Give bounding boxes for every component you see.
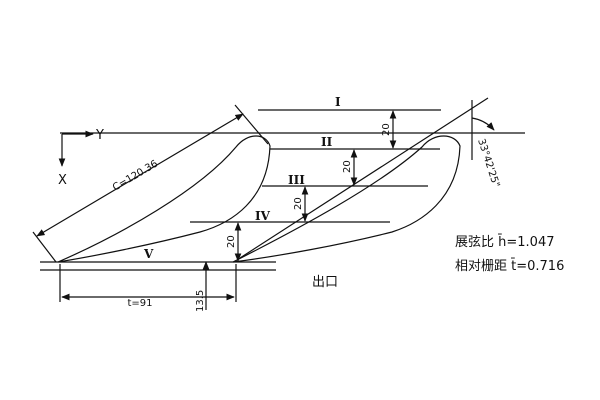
stagger-angle-line (239, 97, 489, 259)
station-label-IV: IV (255, 209, 271, 223)
stagger-angle-arc (471, 117, 495, 131)
aspect-ratio-annotation: 展弦比 h̄=1.047 (455, 234, 554, 250)
chord-extension-trailing (234, 104, 269, 145)
offset-label: 13.5 (195, 290, 206, 312)
chord-dimension-line (36, 113, 244, 237)
station-label-V: V (143, 247, 154, 261)
relative-pitch-annotation: 相对栅距 t̄=0.716 (455, 259, 564, 274)
stagger-angle-label: 33°42'25" (475, 138, 501, 189)
chord-label: C=120.36 (111, 158, 160, 193)
x-axis-label: X (58, 173, 67, 188)
spacing-label-4: 20 (226, 235, 237, 248)
station-label-II: II (321, 135, 333, 149)
station-label-I: I (335, 95, 341, 109)
spacing-label-3: 20 (293, 197, 304, 210)
blade-profile-2 (232, 135, 461, 263)
spacing-label-1: 20 (381, 123, 392, 136)
spacing-label-2: 20 (342, 160, 353, 173)
chord-extension-leading (32, 231, 57, 263)
station-label-III: III (288, 173, 305, 187)
outlet-label: 出口 (312, 275, 338, 290)
pitch-label: t=91 (127, 298, 152, 309)
y-axis-label: Y (95, 128, 104, 143)
